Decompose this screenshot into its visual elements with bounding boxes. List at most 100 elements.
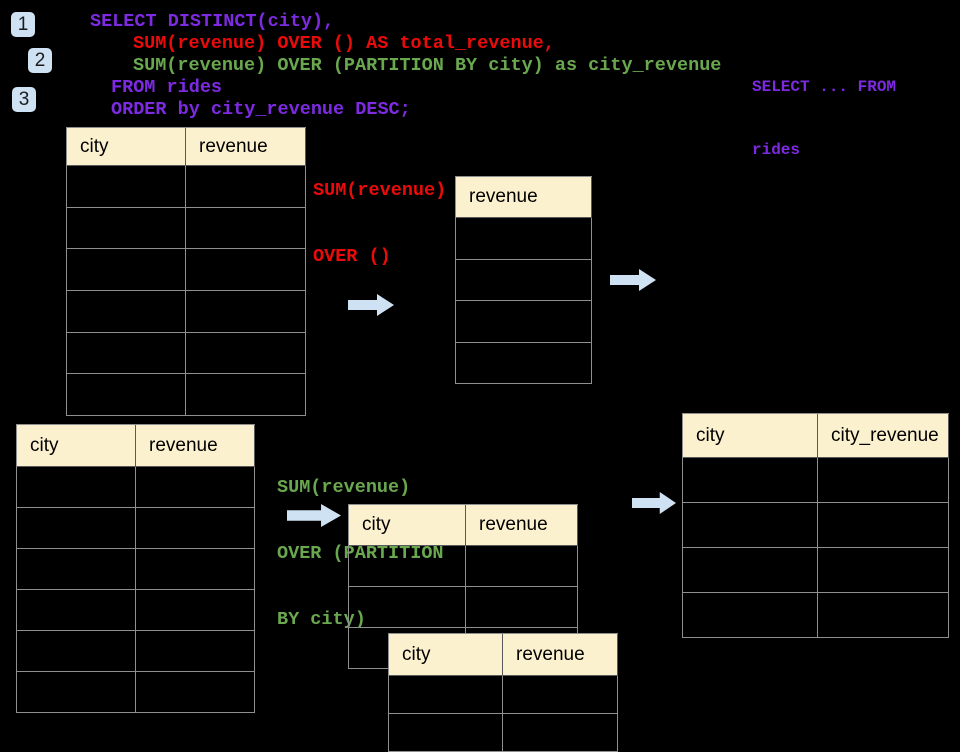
- empty-cell: [67, 291, 186, 333]
- table-row: [389, 676, 618, 714]
- empty-cell: [349, 587, 466, 628]
- empty-cell: [466, 587, 578, 628]
- empty-cell: [67, 166, 186, 208]
- table-row: [67, 166, 306, 208]
- table-row: [17, 467, 255, 508]
- column-header: revenue: [186, 128, 306, 166]
- empty-cell: [186, 374, 306, 417]
- sql-line-select: SELECT DISTINCT(city),: [90, 11, 335, 32]
- empty-cell: [136, 508, 255, 549]
- empty-cell: [17, 672, 136, 713]
- table-row: [683, 593, 949, 638]
- empty-cell: [818, 593, 949, 638]
- empty-cell: [17, 549, 136, 590]
- side-note-select-from: SELECT ... FROM rides: [752, 35, 896, 182]
- table-row: [67, 207, 306, 250]
- flow-arrow-partition-to-result: [632, 492, 676, 514]
- column-header: city: [389, 634, 503, 676]
- step-badge-2: 2: [28, 48, 52, 73]
- column-header: city: [349, 505, 466, 546]
- empty-cell: [186, 166, 306, 208]
- city-revenue-annotation-line-3: BY city): [277, 609, 366, 630]
- slide-canvas: { "colors": { "purple": "#7d2ae2", "red"…: [11, 11, 949, 752]
- step-badge-1: 1: [11, 12, 35, 37]
- empty-cell: [683, 458, 818, 503]
- empty-cell: [466, 546, 578, 587]
- empty-cell: [456, 259, 592, 302]
- table-row: [67, 249, 306, 292]
- column-header: city: [17, 425, 136, 467]
- empty-cell: [136, 549, 255, 590]
- column-header: revenue: [456, 177, 592, 218]
- table-row: [67, 291, 306, 333]
- empty-cell: [456, 342, 592, 385]
- table-row: [67, 374, 306, 417]
- flow-arrow-partition-input: [287, 504, 341, 527]
- flow-arrow-total-output: [610, 269, 656, 291]
- table-row: [349, 587, 578, 628]
- step-badge-3: 3: [12, 87, 36, 112]
- table-row: [349, 546, 578, 587]
- column-header: revenue: [136, 425, 255, 467]
- column-header: city_revenue: [818, 414, 949, 458]
- empty-cell: [17, 631, 136, 672]
- empty-cell: [186, 207, 306, 250]
- empty-cell: [67, 249, 186, 292]
- table-row: [17, 549, 255, 590]
- city-revenue-annotation-line-2: OVER (PARTITION: [277, 543, 444, 564]
- table-row: [456, 342, 592, 385]
- table-row: [17, 631, 255, 672]
- column-header: city: [683, 414, 818, 458]
- table-row: [683, 503, 949, 548]
- empty-cell: [136, 672, 255, 713]
- empty-cell: [456, 218, 592, 260]
- column-header: city: [67, 128, 186, 166]
- empty-cell: [389, 676, 503, 714]
- empty-cell: [818, 503, 949, 548]
- empty-cell: [186, 249, 306, 292]
- empty-cell: [136, 590, 255, 631]
- empty-cell: [683, 503, 818, 548]
- empty-cell: [17, 467, 136, 508]
- empty-cell: [17, 508, 136, 549]
- table-row: [67, 332, 306, 375]
- table-header-row: revenue: [456, 177, 592, 218]
- empty-cell: [67, 207, 186, 250]
- empty-cell: [818, 548, 949, 593]
- empty-cell: [17, 590, 136, 631]
- column-header: revenue: [466, 505, 578, 546]
- empty-cell: [67, 374, 186, 417]
- side-note-line-1: SELECT ... FROM: [752, 78, 897, 96]
- table-row: [17, 508, 255, 549]
- table-row: [456, 218, 592, 260]
- flow-arrow-source-to-total: [348, 294, 394, 316]
- empty-cell: [818, 458, 949, 503]
- table-row: [456, 259, 592, 302]
- sql-line-from: FROM rides: [111, 77, 223, 98]
- total-revenue-annotation-line-2: OVER (): [313, 246, 391, 267]
- column-header: revenue: [503, 634, 618, 676]
- table-row: [683, 458, 949, 503]
- empty-cell: [67, 332, 186, 375]
- empty-cell: [349, 546, 466, 587]
- table-row: [456, 301, 592, 343]
- total-revenue-annotation: SUM(revenue) OVER (): [313, 136, 446, 290]
- empty-cell: [456, 301, 592, 343]
- empty-cell: [683, 548, 818, 593]
- empty-cell: [136, 631, 255, 672]
- empty-cell: [136, 467, 255, 508]
- total-revenue-table: revenue: [455, 176, 592, 385]
- sql-line-total-revenue: SUM(revenue) OVER () AS total_revenue,: [133, 33, 555, 54]
- sql-line-order-by: ORDER by city_revenue DESC;: [111, 99, 411, 120]
- table-row: [683, 548, 949, 593]
- total-revenue-annotation-line-1: SUM(revenue): [313, 180, 447, 201]
